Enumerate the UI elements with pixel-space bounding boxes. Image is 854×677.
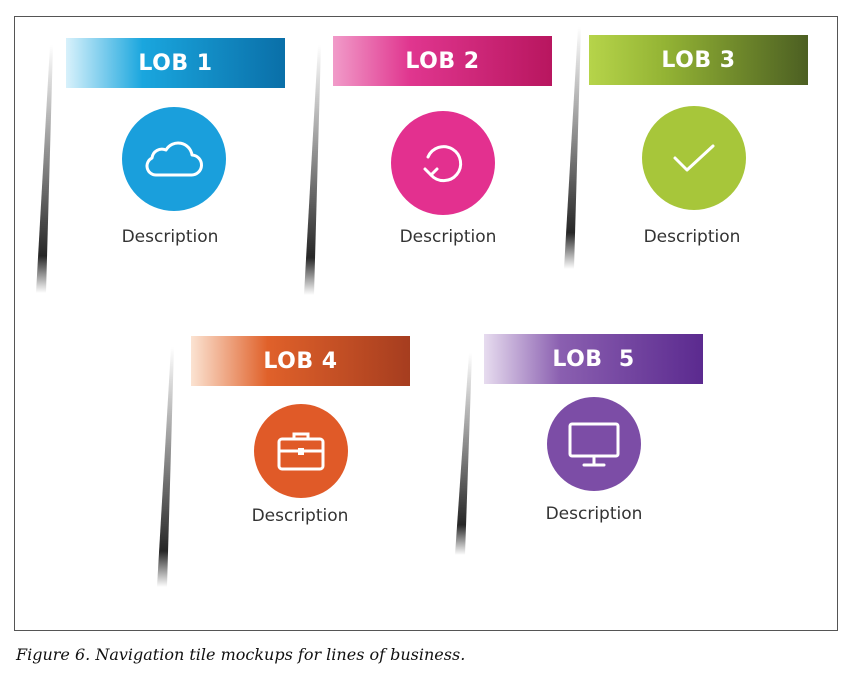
cloud-icon (145, 141, 203, 177)
tile-banner[interactable]: LOB 1 (66, 38, 285, 88)
tile-shadow (564, 27, 582, 269)
refresh-icon (423, 145, 463, 183)
icon-circle[interactable] (122, 107, 226, 211)
icon-circle[interactable] (391, 111, 495, 215)
tile-description: Description (121, 227, 219, 247)
tile-banner[interactable]: LOB 2 (333, 36, 552, 86)
tile-banner[interactable]: LOB 4 (191, 336, 410, 386)
tile-shadow (157, 347, 175, 587)
tile-title: LOB 3 (661, 47, 736, 73)
tile-shadow (455, 353, 473, 555)
tile-shadow (36, 45, 54, 293)
tile-shadow (304, 45, 322, 295)
tile-banner[interactable]: LOB 3 (589, 35, 808, 85)
tile-description: Description (545, 504, 643, 524)
tile-title: LOB 4 (263, 348, 338, 374)
figure-frame: LOB 1 Description LOB 2 Description LOB … (14, 16, 838, 631)
tile-description: Description (399, 227, 497, 247)
monitor-icon (568, 422, 620, 467)
tile-title: LOB 5 (552, 346, 635, 372)
checkmark-icon (673, 144, 715, 172)
icon-circle[interactable] (642, 106, 746, 210)
tile-description: Description (251, 506, 349, 526)
icon-circle[interactable] (254, 404, 348, 498)
briefcase-icon (277, 432, 325, 471)
tile-description: Description (643, 227, 741, 247)
figure-caption: Figure 6. Navigation tile mockups for li… (16, 645, 466, 664)
tile-banner[interactable]: LOB 5 (484, 334, 703, 384)
icon-circle[interactable] (547, 397, 641, 491)
tile-title: LOB 2 (405, 48, 480, 74)
tile-title: LOB 1 (138, 50, 213, 76)
